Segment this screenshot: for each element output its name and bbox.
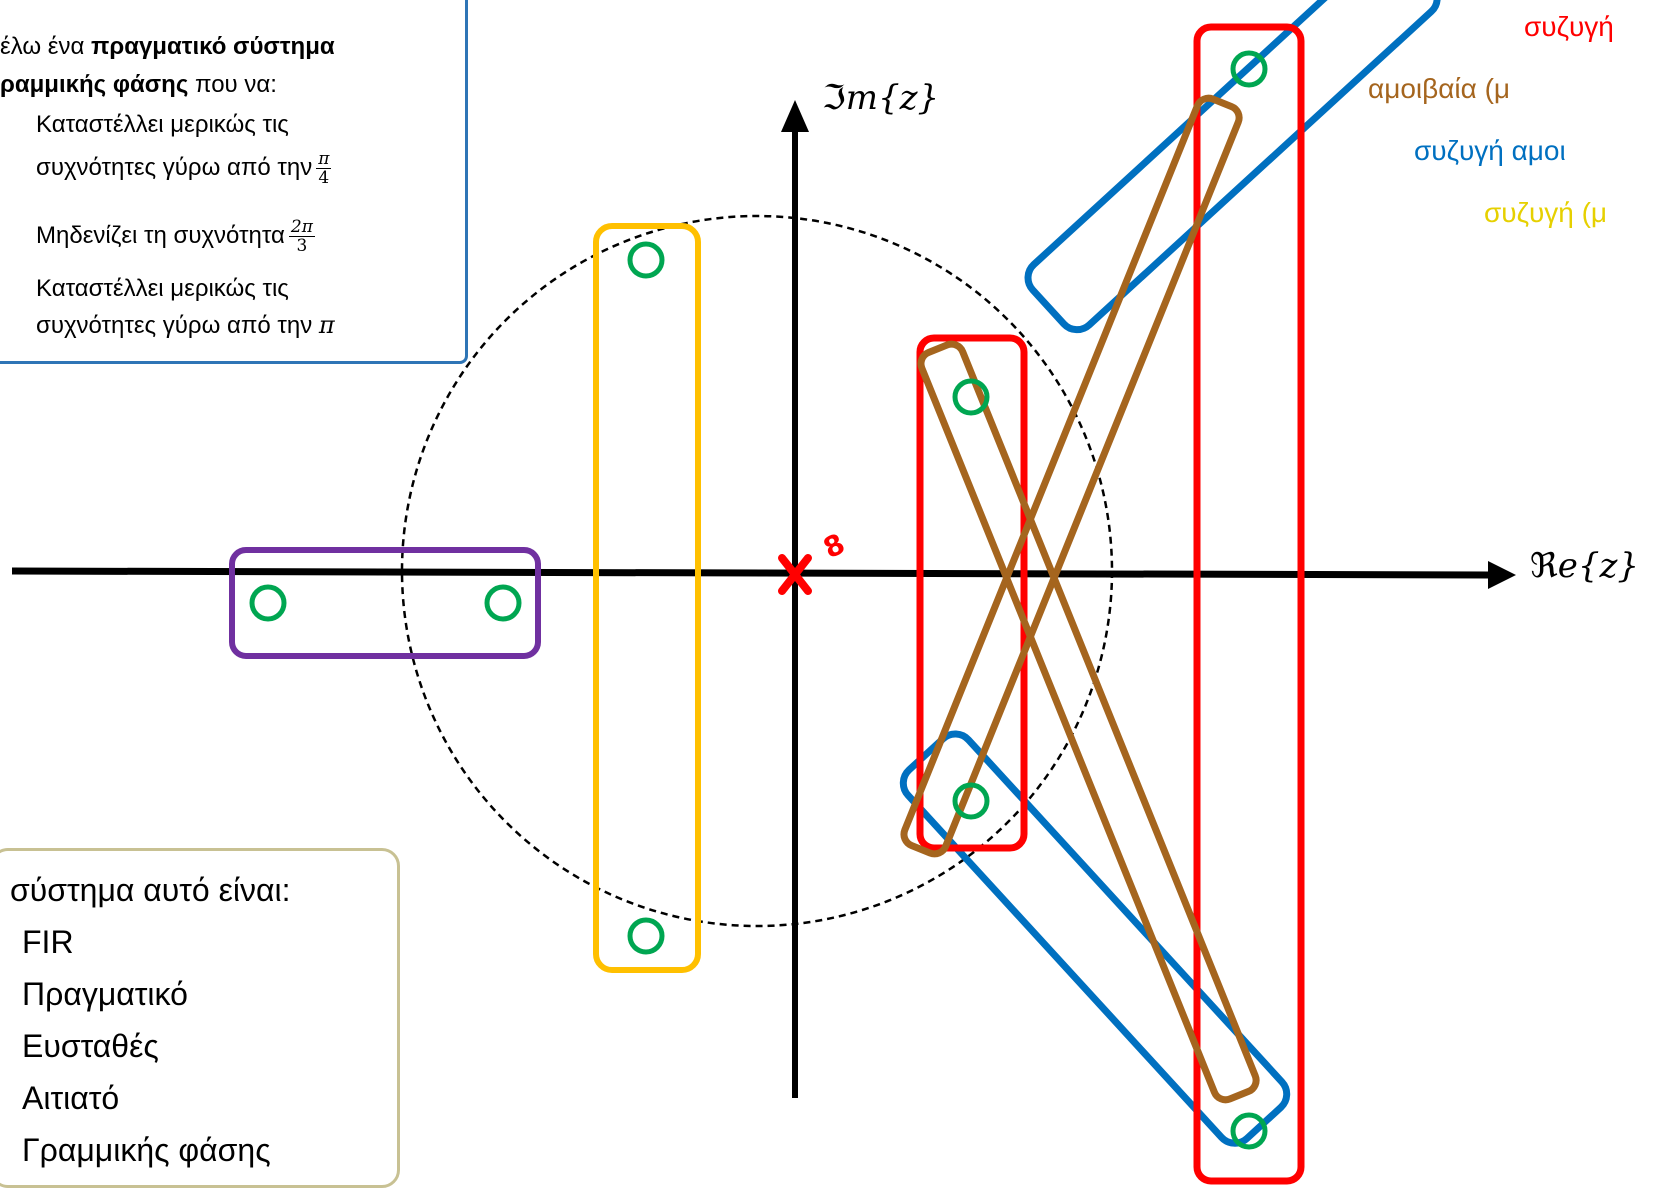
props-item: Γραμμικής φάσης (22, 1130, 271, 1170)
requirements-box (0, 0, 468, 364)
req-line2-rest: που να: (188, 71, 277, 98)
legend-brown-text: αμοιβαία (μ (1368, 73, 1511, 104)
imag-axis-arrowhead (781, 100, 809, 132)
group-brown-cross-a (900, 94, 1243, 858)
req-item3-line2: συχνότητες γύρω από την π (36, 310, 335, 341)
req-line2: ραμμικής φάσης που να: (0, 70, 277, 100)
req-item3-text: Καταστέλλει μερικώς τις (36, 275, 289, 302)
zero-circle-icon (952, 782, 990, 820)
real-axis-arrowhead (1488, 561, 1516, 589)
legend-yellow: συζυγή (μ (1484, 196, 1607, 230)
group-red-outer (1193, 23, 1305, 1185)
legend-yellow-text: συζυγή (μ (1484, 197, 1608, 228)
props-item-text: Ευσταθές (22, 1028, 159, 1064)
req-intro: έλω ένα πραγματικό σύστημα (0, 32, 335, 62)
req-intro-bold: πραγματικό σύστημα (90, 33, 335, 60)
req-intro-text: έλω ένα (0, 33, 91, 60)
group-brown-cross-b (917, 340, 1260, 1104)
real-axis-label: ℜe{z} (1530, 546, 1639, 586)
legend-blue-text: συζυγή αμοι (1414, 135, 1566, 166)
req-item3-line1: Καταστέλλει μερικώς τις (36, 274, 289, 304)
props-item: Αιτιατό (22, 1078, 119, 1118)
real-var: e (1557, 546, 1578, 586)
req-line2-bold: ραμμικής φάσης (0, 71, 189, 98)
zero-circle-icon (1230, 50, 1268, 88)
props-item-text: Γραμμικής φάσης (22, 1132, 271, 1168)
req-item3-text2: συχνότητες γύρω από την (36, 312, 313, 339)
real-axis (11, 567, 1491, 579)
zero-circle-icon (249, 584, 287, 622)
frac-den: 4 (318, 168, 330, 188)
group-yellow (593, 223, 701, 973)
props-item: Πραγματικό (22, 974, 188, 1014)
req-item2-text: Μηδενίζει τη συχνότητα (36, 221, 285, 249)
props-item-text: FIR (22, 924, 74, 960)
zero-circle-icon (627, 917, 665, 955)
props-heading-text: σύστημα αυτό είναι: (10, 872, 291, 908)
props-heading: σύστημα αυτό είναι: (10, 870, 290, 910)
props-item-text: Πραγματικό (22, 976, 188, 1012)
legend-red: συζυγή (1524, 10, 1614, 44)
group-purple (229, 547, 541, 659)
props-item-text: Αιτιατό (22, 1080, 120, 1116)
legend-red-text: συζυγή (1524, 11, 1614, 42)
frac-num: 2π (288, 217, 315, 237)
pi-symbol: π (318, 311, 335, 339)
req-item1-text2: συχνότητες γύρω από την (36, 153, 313, 181)
frac-den: 3 (296, 236, 308, 256)
req-item1-line1: Καταστέλλει μερικώς τις (36, 110, 289, 140)
zero-circle-icon (627, 241, 665, 279)
zero-circle-icon (1230, 1112, 1268, 1150)
imag-var: m (845, 78, 878, 118)
props-item: FIR (22, 922, 74, 962)
req-item1-text: Καταστέλλει μερικώς τις (36, 111, 289, 138)
pole-cross-icon (778, 554, 812, 595)
imag-arg: {z} (877, 78, 940, 118)
real-arg: {z} (1577, 546, 1639, 586)
pole-multiplicity-label: 8 (818, 527, 850, 565)
group-red-inner (916, 334, 1028, 852)
group-blue-upper (1024, 0, 1441, 334)
zero-circle-icon (952, 378, 990, 416)
frac-num: π (316, 149, 332, 169)
props-item: Ευσταθές (22, 1026, 159, 1066)
imag-prefix: ℑ (822, 78, 846, 118)
legend-blue: συζυγή αμοι (1414, 134, 1566, 168)
imag-axis-label: ℑm{z} (822, 78, 939, 118)
properties-box (0, 848, 400, 1188)
zero-circle-icon (484, 584, 522, 622)
real-prefix: ℜ (1530, 546, 1558, 586)
legend-brown: αμοιβαία (μ (1368, 72, 1510, 106)
